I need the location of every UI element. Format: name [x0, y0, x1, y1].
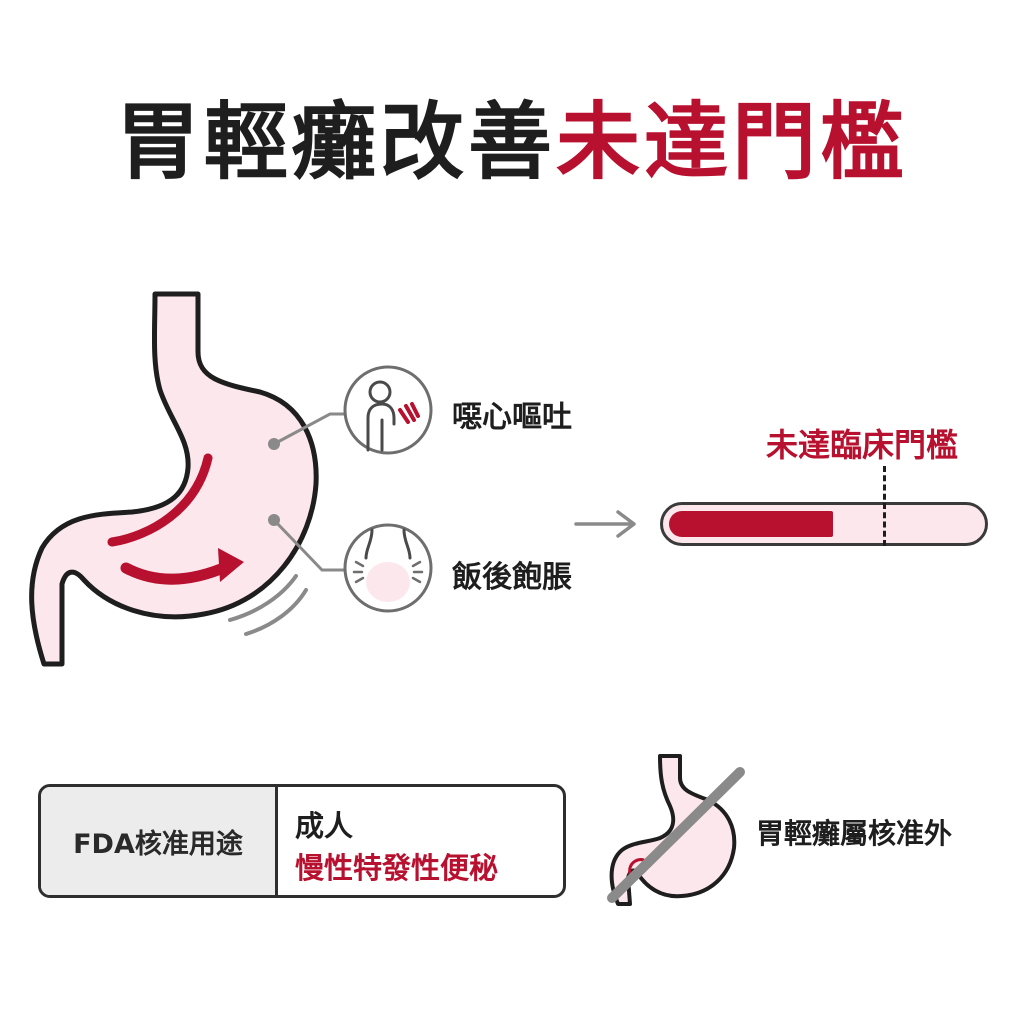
symptom-label-fullness: 飯後飽脹 — [452, 560, 572, 595]
fda-indication: 慢性特發性便秘 — [295, 851, 499, 885]
arrow-right-icon — [574, 510, 636, 538]
postmeal-fullness-icon — [343, 523, 433, 613]
improvement-bar-fill — [669, 511, 833, 537]
motion-arrow-lower — [120, 560, 234, 585]
motion-arrow-head — [218, 548, 244, 582]
motion-line-1 — [228, 574, 298, 622]
connector-lines — [272, 412, 344, 572]
symptom-label-nausea: 噁心嘔吐 — [452, 400, 572, 435]
threshold-marker — [883, 466, 886, 546]
threshold-label: 未達臨床門檻 — [766, 426, 959, 464]
off-label-note: 胃輕癱屬核准外 — [756, 817, 953, 850]
stomach-shape — [29, 291, 319, 667]
stomach-illustration — [29, 291, 319, 667]
nausea-vomiting-icon — [343, 365, 433, 455]
fda-label: FDA核准用途 — [41, 787, 278, 895]
crossed-stomach-icon — [607, 754, 745, 906]
improvement-bar — [660, 502, 988, 546]
page-title: 胃輕癱改善未達門檻 — [0, 92, 1024, 192]
title-part-gastroparesis: 胃輕癱改善 — [115, 93, 556, 191]
fda-population: 成人 — [295, 809, 354, 843]
motion-line-2 — [244, 588, 308, 636]
motion-arrow-upper — [107, 453, 213, 547]
title-part-threshold: 未達門檻 — [556, 93, 909, 191]
fda-approval-box: FDA核准用途 成人 慢性特發性便秘 — [38, 784, 566, 898]
